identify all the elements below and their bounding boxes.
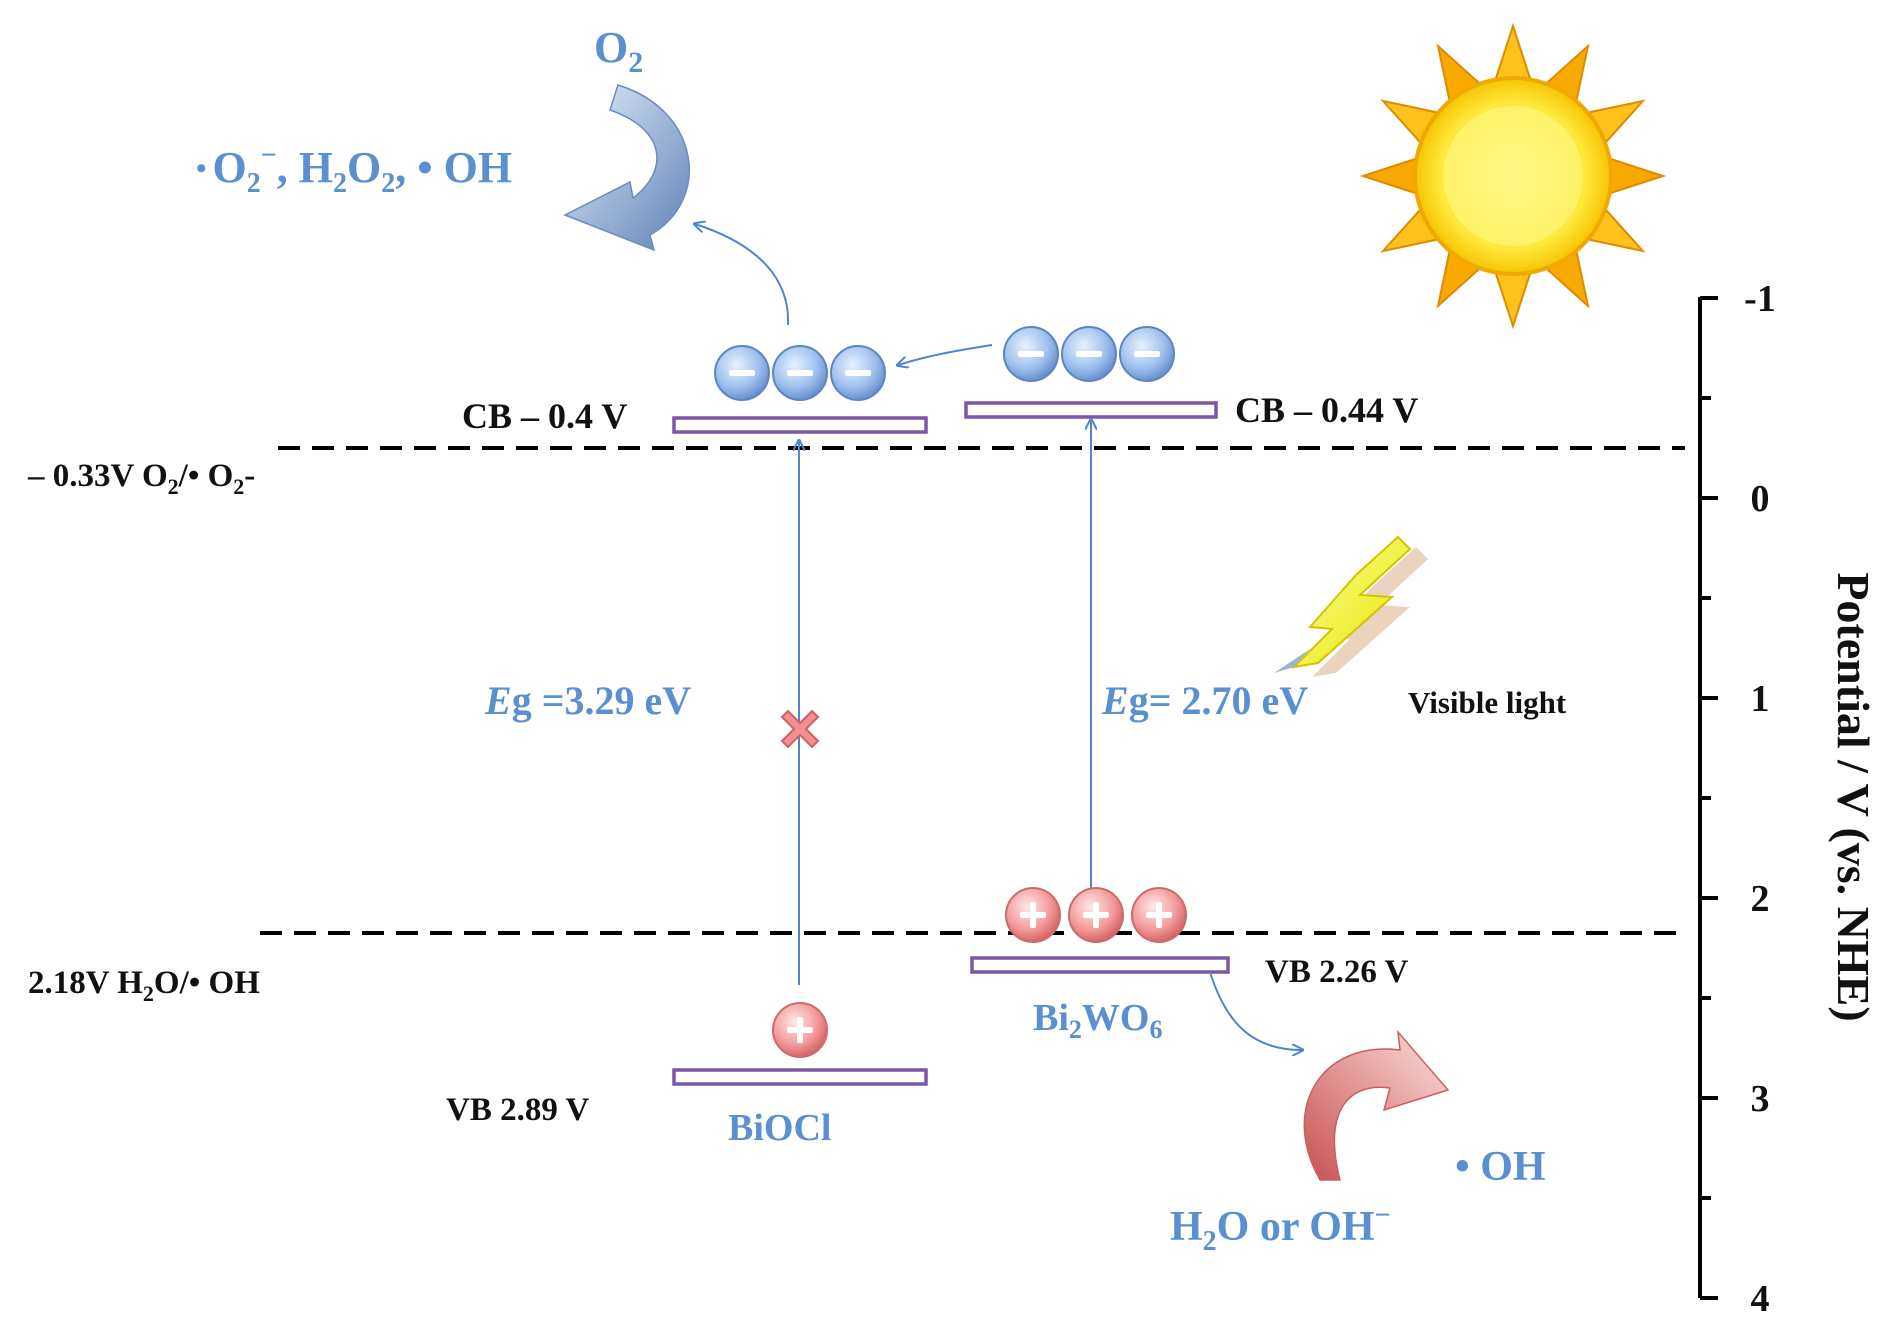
bi2wo6-cb-label: CB – 0.44 V — [1235, 390, 1418, 430]
sun-ray — [1493, 268, 1533, 330]
water-label: H2O or OH− — [1170, 1200, 1391, 1257]
biocl-vb-label: VB 2.89 V — [446, 1092, 589, 1128]
bi2wo6-electron — [1003, 326, 1059, 382]
bi2wo6-vb-band — [970, 956, 1230, 974]
sun-ray — [1493, 22, 1533, 84]
lightning-icon — [1274, 535, 1428, 677]
visible-light-label: Visible light — [1408, 685, 1567, 720]
o2-reference-label: – 0.33V O2/• O2- — [27, 458, 255, 499]
cross-icon — [780, 709, 820, 749]
biocl-vb-band — [672, 1068, 928, 1086]
biocl-semiconductor: CB – 0.4 V VB 2.89 V BiOCl Eg =3.29 eV — [446, 345, 928, 1149]
bi2wo6-bandgap-label: Eg= 2.70 eV — [1101, 678, 1308, 723]
bi2wo6-cb-band — [964, 401, 1218, 419]
bi2wo6-vb-label: VB 2.26 V — [1265, 954, 1408, 990]
biocl-hole — [772, 1002, 828, 1058]
biocl-name: BiOCl — [728, 1107, 831, 1149]
bi2wo6-electron — [1061, 326, 1117, 382]
arrow-curved-blue-icon — [563, 84, 690, 252]
sun-ray — [1605, 156, 1667, 196]
bi2wo6-hole — [1068, 887, 1124, 943]
axis-tick-label: 3 — [1751, 1078, 1770, 1120]
arrow-curved-red-icon — [1303, 1029, 1450, 1181]
biocl-bandgap-label: Eg =3.29 eV — [484, 678, 691, 723]
axis-label: Potential / V (vs. NHE) — [1828, 572, 1879, 1021]
bi2wo6-hole — [1005, 887, 1061, 943]
biocl-electron — [772, 345, 828, 401]
axis-tick-label: 2 — [1751, 878, 1770, 920]
axis-tick-label: 1 — [1751, 678, 1770, 720]
biocl-cb-label: CB – 0.4 V — [462, 396, 627, 436]
axis-tick-label: 0 — [1751, 478, 1770, 520]
bi2wo6-electron — [1119, 326, 1175, 382]
axis-tick-label: -1 — [1744, 278, 1776, 320]
axis-tick-label: 4 — [1751, 1278, 1770, 1320]
biocl-electron — [714, 345, 770, 401]
potential-axis: -1 0 1 2 3 4 Potential / V (vs. NHE) — [1698, 278, 1879, 1320]
biocl-cb-band — [672, 416, 928, 434]
ros-label: •O2−, H2O2, • OH — [196, 140, 512, 199]
oh-reference-label: 2.18V H2O/• OH — [28, 965, 260, 1006]
o2-label: O2 — [594, 23, 643, 79]
bi2wo6-semiconductor: CB – 0.44 V VB 2.26 V Bi2WO6 Eg= 2.70 eV — [964, 326, 1418, 1044]
reduction-arrow — [695, 224, 790, 326]
sun-icon — [1359, 22, 1667, 330]
bi2wo6-hole — [1131, 887, 1187, 943]
electron-transfer-arrow — [898, 344, 993, 365]
oh-product-label: • OH — [1455, 1144, 1546, 1190]
biocl-electron — [830, 345, 886, 401]
oxidation-arrow — [1209, 971, 1302, 1050]
bi2wo6-name: Bi2WO6 — [1033, 997, 1162, 1044]
sun-ray — [1359, 156, 1421, 196]
